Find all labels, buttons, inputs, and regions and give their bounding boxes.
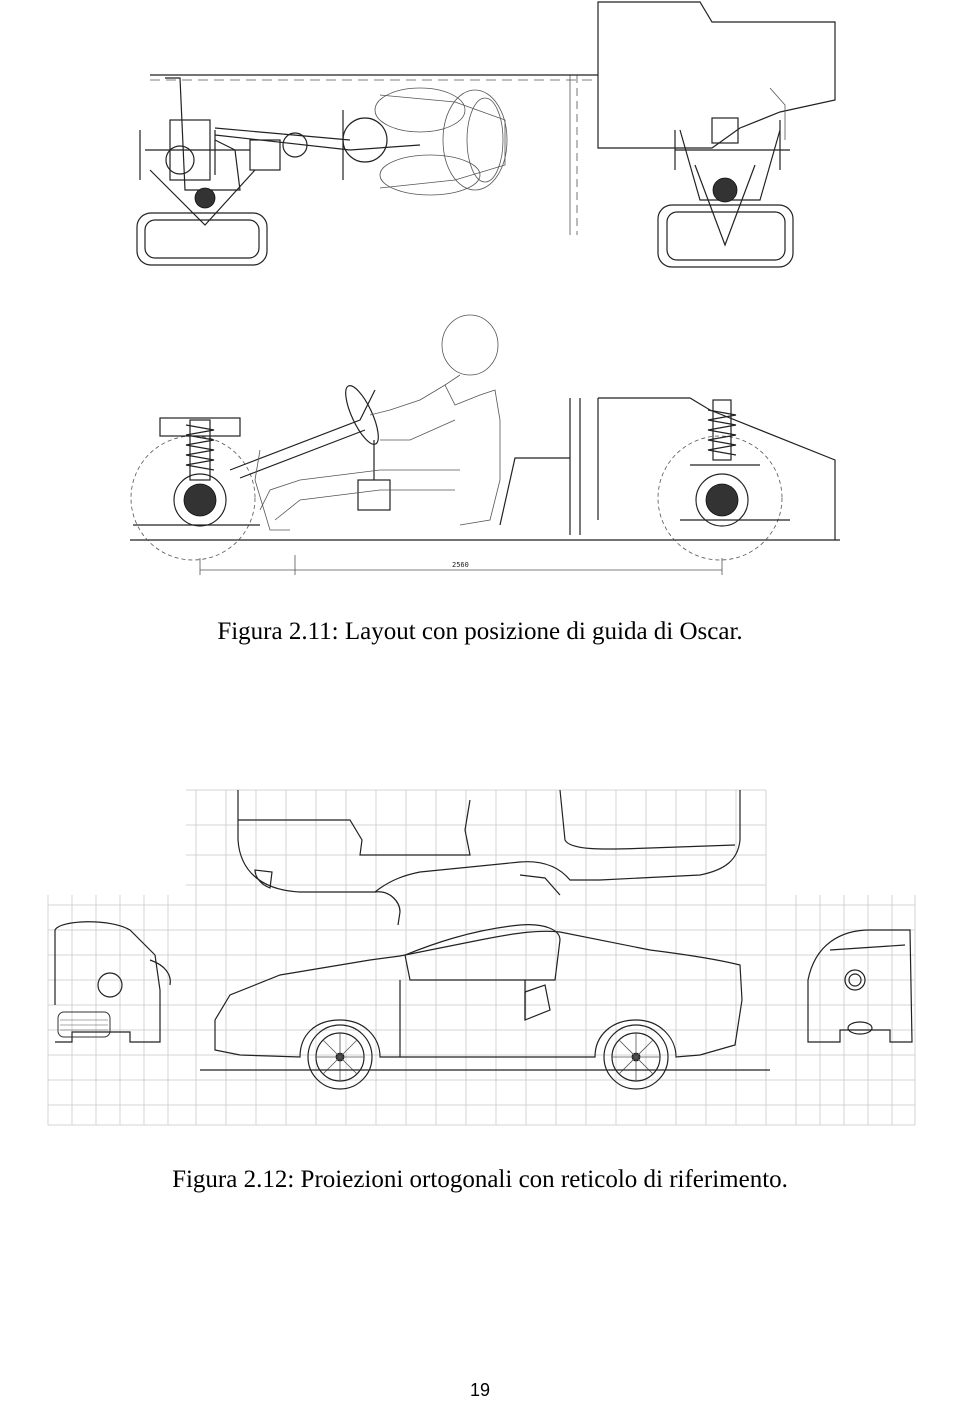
figure-caption-2-12: Figura 2.12: Proiezioni ortogonali con r… [172, 1166, 788, 1193]
reference-grid [47, 789, 916, 1126]
front-grille [57, 1011, 111, 1038]
figure-layout-driving-position: 2560 [0, 0, 960, 600]
page-number: 19 [469, 1380, 491, 1400]
figure-caption-2-11: Figura 2.11: Layout con posizione di gui… [217, 618, 743, 645]
dimension-label: 2560 [452, 561, 469, 569]
figure-orthogonal-projections [0, 780, 960, 1130]
projection-drawing [47, 789, 916, 1126]
layout-drawing: 2560 [130, 1, 840, 575]
